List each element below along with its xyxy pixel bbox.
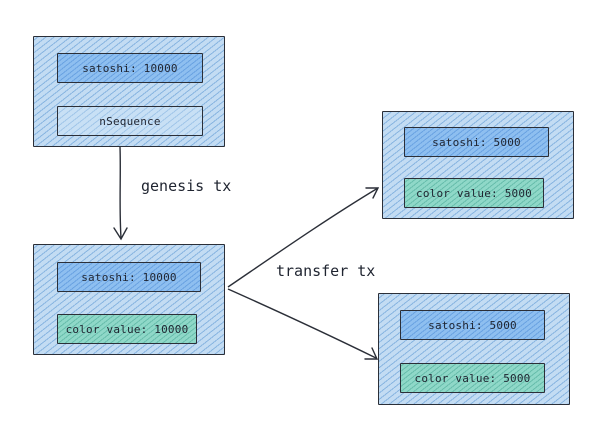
edge-genesis-tx-line (119, 146, 122, 239)
edge-transfer-tx-2 (227, 288, 379, 360)
genesis-input-nsequence-field: nSequence (57, 106, 203, 136)
edge-transfer-tx-2-arrowhead (364, 347, 379, 360)
edge-label-transfer-tx: transfer tx (276, 262, 376, 280)
edge-transfer-tx-1-line (227, 187, 379, 288)
node-genesis-input[interactable]: satoshi: 10000 nSequence (33, 36, 225, 147)
node-transfer-output-2[interactable]: satoshi: 5000 color value: 5000 (378, 293, 570, 405)
node-transfer-output-1[interactable]: satoshi: 5000 color value: 5000 (382, 111, 574, 219)
edge-transfer-tx-1-arrowhead (365, 187, 380, 199)
node-genesis-output[interactable]: satoshi: 10000 color value: 10000 (33, 244, 225, 355)
edge-label-genesis-tx: genesis tx (141, 177, 232, 195)
genesis-output-satoshi-field: satoshi: 10000 (57, 262, 201, 292)
transfer-output-1-color-value-field: color value: 5000 (404, 178, 544, 208)
transfer-output-1-satoshi-field: satoshi: 5000 (404, 127, 549, 157)
transfer-output-2-color-value-field: color value: 5000 (400, 363, 545, 393)
edge-transfer-tx-1 (227, 187, 380, 288)
transfer-output-2-satoshi-field: satoshi: 5000 (400, 310, 545, 340)
edge-transfer-tx-2-line (227, 288, 377, 359)
genesis-input-satoshi-field: satoshi: 10000 (57, 53, 203, 83)
edge-genesis-tx (113, 146, 128, 241)
edge-genesis-tx-arrowhead (113, 227, 128, 241)
genesis-output-color-value-field: color value: 10000 (57, 314, 197, 344)
